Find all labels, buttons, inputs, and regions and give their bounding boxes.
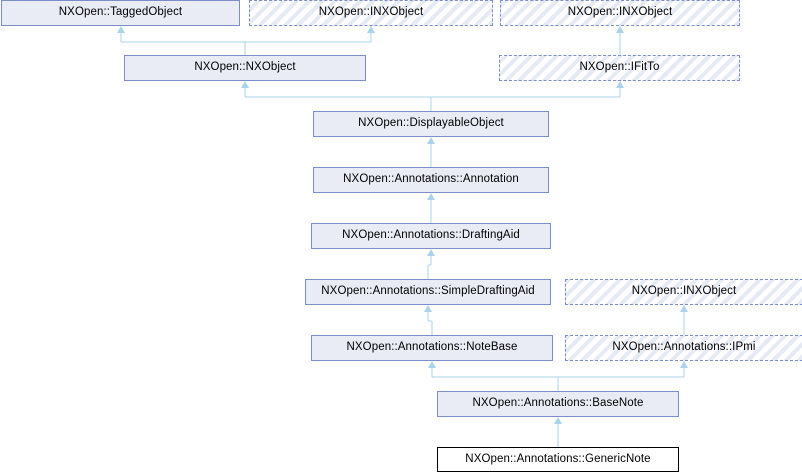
class-node-label: NXOpen::Annotations::GenericNote: [465, 452, 651, 465]
class-node-inxobject_c[interactable]: NXOpen::INXObject: [565, 279, 802, 305]
class-node-basenote[interactable]: NXOpen::Annotations::BaseNote: [437, 391, 679, 417]
class-node-inxobject_b[interactable]: NXOpen::INXObject: [500, 0, 740, 26]
class-node-label: NXOpen::Annotations::BaseNote: [472, 397, 644, 410]
class-node-taggedobject[interactable]: NXOpen::TaggedObject: [1, 0, 240, 26]
class-node-inxobject_a[interactable]: NXOpen::INXObject: [249, 0, 493, 26]
class-node-label: NXOpen::Annotations::IPmi: [612, 341, 756, 354]
class-node-label: NXOpen::IFitTo: [579, 61, 660, 74]
class-node-label: NXOpen::Annotations::NoteBase: [346, 341, 518, 354]
class-node-label: NXOpen::Annotations::SimpleDraftingAid: [321, 285, 535, 298]
class-node-label: NXOpen::Annotations::DraftingAid: [342, 229, 520, 242]
class-node-notebase[interactable]: NXOpen::Annotations::NoteBase: [311, 335, 553, 361]
class-node-displayableobject[interactable]: NXOpen::DisplayableObject: [313, 111, 549, 137]
class-node-ipmi[interactable]: NXOpen::Annotations::IPmi: [565, 335, 802, 361]
class-node-label: NXOpen::DisplayableObject: [358, 117, 504, 130]
class-node-label: NXOpen::Annotations::Annotation: [343, 173, 519, 186]
class-node-label: NXOpen::INXObject: [631, 285, 737, 298]
class-node-label: NXOpen::INXObject: [567, 6, 673, 19]
class-node-nxobject[interactable]: NXOpen::NXObject: [124, 55, 366, 81]
class-node-label: NXOpen::NXObject: [194, 61, 296, 74]
class-node-simpledraftingaid[interactable]: NXOpen::Annotations::SimpleDraftingAid: [305, 279, 551, 305]
class-node-genericnote[interactable]: NXOpen::Annotations::GenericNote: [437, 447, 679, 472]
class-node-ifitto[interactable]: NXOpen::IFitTo: [499, 55, 740, 81]
class-node-label: NXOpen::TaggedObject: [58, 6, 183, 19]
class-node-annotation[interactable]: NXOpen::Annotations::Annotation: [313, 167, 549, 193]
class-node-label: NXOpen::INXObject: [318, 6, 424, 19]
class-node-draftingaid[interactable]: NXOpen::Annotations::DraftingAid: [311, 223, 551, 249]
